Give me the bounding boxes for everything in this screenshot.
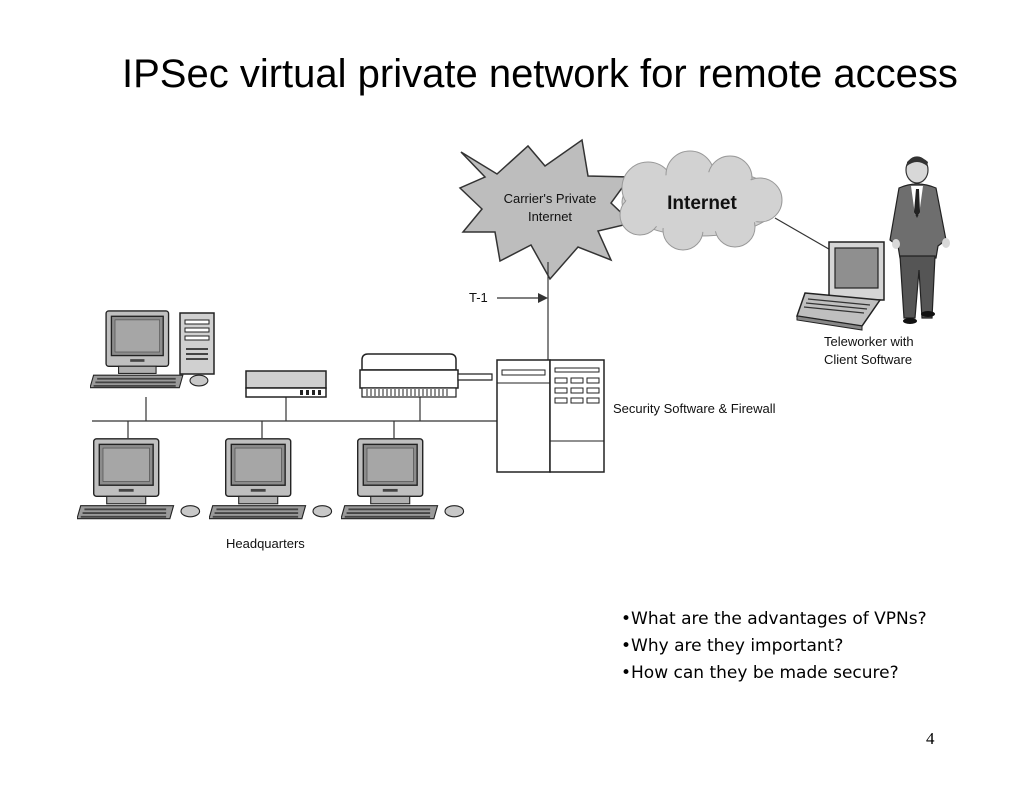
hq-server-workstation xyxy=(90,310,215,389)
internet-teleworker-line xyxy=(774,217,835,253)
hub-device xyxy=(245,370,327,398)
t1-arrow: T-1 xyxy=(469,290,548,305)
hq-pc-2 xyxy=(209,438,333,520)
hq-pc-3 xyxy=(341,438,465,520)
page-number: 4 xyxy=(926,729,935,748)
t1-label: T-1 xyxy=(469,290,488,305)
question-item: •What are the advantages of VPNs? xyxy=(621,609,927,629)
question-item: •Why are they important? xyxy=(621,636,844,656)
hq-pc-1 xyxy=(77,438,201,520)
printer-device xyxy=(359,353,493,398)
question-item: •How can they be made secure? xyxy=(621,663,899,683)
teleworker-label-line1: Teleworker with xyxy=(824,334,914,349)
internet-cloud: Internet xyxy=(619,150,783,251)
internet-label: Internet xyxy=(667,193,737,214)
carrier-private-internet-shape: Carrier's Private Internet xyxy=(458,138,634,281)
teleworker-label-line2: Client Software xyxy=(824,352,912,367)
teleworker-laptop xyxy=(795,241,885,331)
headquarters-label: Headquarters xyxy=(226,536,305,551)
carrier-label-line1: Carrier's Private xyxy=(504,191,597,206)
teleworker-person xyxy=(889,156,950,324)
firewall-label: Security Software & Firewall xyxy=(613,401,776,416)
firewall-server: Security Software & Firewall xyxy=(496,359,776,473)
question-list: •What are the advantages of VPNs? •Why a… xyxy=(621,606,927,687)
slide-title: IPSec virtual private network for remote… xyxy=(122,52,958,96)
carrier-label-line2: Internet xyxy=(528,209,572,224)
